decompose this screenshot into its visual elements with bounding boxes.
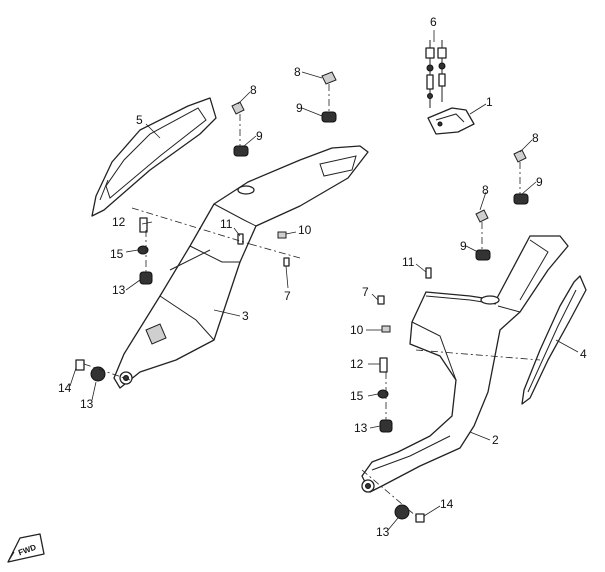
part-1-bracket: [427, 107, 475, 135]
alignment-lines: [83, 84, 541, 517]
callout-10: 10: [350, 323, 364, 337]
callout-12: 12: [350, 357, 364, 371]
callout-8: 8: [482, 183, 489, 197]
callout-8: 8: [294, 65, 301, 79]
callout-15: 15: [350, 389, 364, 403]
part-6-screw-assembly: [425, 40, 447, 108]
leader-lines: [69, 30, 579, 531]
part-4-right-trim-strip: [521, 275, 587, 405]
callout-6: 6: [430, 15, 437, 29]
callout-11: 11: [402, 255, 415, 269]
callout-1: 1: [486, 95, 493, 109]
callout-13: 13: [80, 397, 94, 411]
callout-4: 4: [580, 347, 587, 361]
callout-2: 2: [492, 433, 499, 447]
callout-3: 3: [242, 309, 249, 323]
part-2-right-side-panel: [361, 235, 569, 493]
callout-10: 10: [298, 223, 312, 237]
callout-14: 14: [58, 381, 72, 395]
fasteners: [75, 71, 529, 523]
callout-9: 9: [460, 239, 467, 253]
forward-direction-badge: FWD: [7, 533, 45, 563]
callout-5: 5: [136, 113, 143, 127]
callout-9: 9: [256, 129, 263, 143]
callout-9: 9: [536, 175, 543, 189]
callout-7: 7: [362, 285, 369, 299]
callout-13: 13: [354, 421, 368, 435]
callout-9: 9: [296, 101, 303, 115]
part-3-left-side-panel: [113, 145, 369, 389]
callout-7: 7: [284, 289, 291, 303]
callout-11: 11: [220, 217, 233, 231]
callout-13: 13: [376, 525, 390, 539]
callout-15: 15: [110, 247, 124, 261]
callout-8: 8: [250, 83, 257, 97]
callout-13: 13: [112, 283, 126, 297]
callout-14: 14: [440, 497, 454, 511]
callout-8: 8: [532, 131, 539, 145]
part-5-left-trim-strip: [91, 97, 217, 217]
callout-labels: 1 6 5 8 8 9 9 8 9 8 9 11 10 7 12 15 13 3…: [58, 15, 587, 539]
callout-12: 12: [112, 215, 126, 229]
